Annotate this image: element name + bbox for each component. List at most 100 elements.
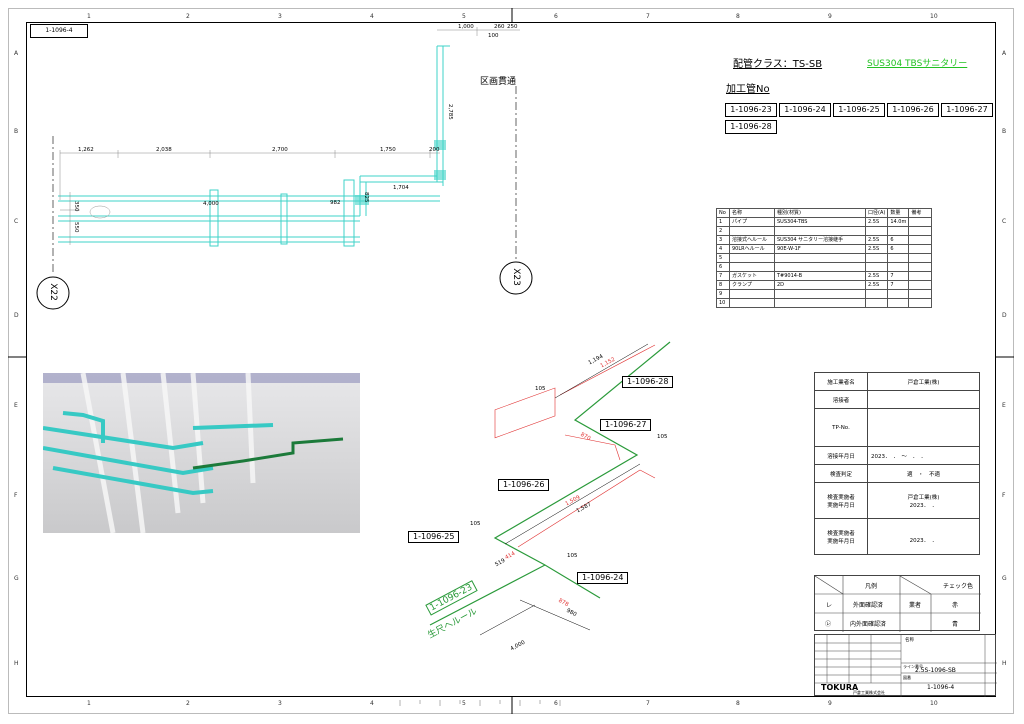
- drawing-frame: [26, 22, 996, 697]
- info-label: 施工業者名: [814, 372, 868, 391]
- processing-no-label: 加工管No: [726, 84, 770, 95]
- callout-spool: 1-1096-24: [577, 572, 629, 584]
- column-number: 7: [646, 700, 650, 707]
- bom-cell: [908, 298, 933, 308]
- spool-tag: 1-1096-26: [887, 103, 939, 117]
- dim-text: 2,038: [156, 147, 172, 153]
- legend-color: 赤: [952, 602, 959, 609]
- title-block-name-label: 名称: [905, 638, 914, 643]
- column-number: 7: [646, 13, 650, 20]
- info-label: TP-No.: [814, 408, 868, 447]
- bom-cell: [887, 298, 910, 308]
- drawing-no-label: 図番: [903, 675, 911, 680]
- dim-text: 250: [507, 24, 518, 30]
- row-letter: B: [1002, 128, 1007, 135]
- column-number: 6: [554, 13, 558, 20]
- legend-check-title: チェック色: [943, 583, 974, 590]
- callout-spool: 1-1096-26: [498, 479, 550, 491]
- dim-text: 1,262: [78, 147, 94, 153]
- render-drawing: [43, 373, 360, 533]
- info-value: 戸倉工業(株) 2023． ．: [867, 482, 980, 519]
- callout-spool: 1-1096-25: [408, 531, 460, 543]
- info-value: 適 ・ 不適: [867, 464, 980, 483]
- company-name: 戸倉工業株式会社: [853, 690, 885, 695]
- callout-spool: 1-1096-28: [622, 376, 674, 388]
- line-no: 2.5S-1096-SB: [915, 667, 956, 674]
- penetration-label: 区画貫通: [480, 77, 517, 87]
- dim-text: 2,785: [447, 104, 453, 120]
- row-letter: F: [1002, 492, 1006, 499]
- dim-text: 825: [363, 192, 369, 203]
- row-letter: A: [1002, 50, 1007, 57]
- row-letter: G: [1002, 575, 1007, 582]
- dim-text: 4,000: [203, 201, 219, 207]
- column-number: 4: [370, 700, 374, 707]
- dim-text: 260: [494, 24, 505, 30]
- dim-text: 550: [73, 222, 79, 233]
- legend-label: 外面確認済: [853, 602, 884, 609]
- dim-text: 1,000: [458, 24, 474, 30]
- dim-text: 100: [488, 33, 499, 39]
- row-letter: C: [14, 218, 19, 225]
- row-letter: F: [14, 492, 18, 499]
- info-row: 施工業者名戸倉工業(株): [814, 372, 980, 391]
- row-letter: D: [14, 312, 19, 319]
- legend-who: 業者: [909, 602, 922, 609]
- info-value: [867, 390, 980, 409]
- company-logo: TOKURA: [821, 683, 859, 692]
- info-row: 検査実施者 実施年月日戸倉工業(株) 2023． ．: [814, 482, 980, 519]
- row-letter: H: [1002, 660, 1007, 667]
- legend-box: 凡例 チェック色 レ 外面確認済 業者 赤 ㋹ 内外面確認済 青: [814, 575, 981, 632]
- column-number: 9: [828, 700, 832, 707]
- dim-text: 105: [567, 553, 578, 559]
- info-label: 溶接年月日: [814, 446, 868, 465]
- column-number: 2: [186, 13, 190, 20]
- info-row: 検査実施者 実施年月日 2023． ．: [814, 518, 980, 555]
- bom-cell: [864, 298, 889, 308]
- spool-tag: 1-1096-24: [779, 103, 831, 117]
- info-label: 溶接者: [814, 390, 868, 409]
- row-letter: D: [1002, 312, 1007, 319]
- spool-tag: 1-1096-25: [833, 103, 885, 117]
- column-number: 10: [930, 700, 938, 707]
- dim-text: 2,700: [272, 147, 288, 153]
- info-label: 検査実施者 実施年月日: [814, 482, 868, 519]
- row-letter: E: [14, 402, 18, 409]
- bom-row: 10: [716, 298, 933, 308]
- column-number: 3: [278, 700, 282, 707]
- model-render-image: [43, 373, 360, 533]
- column-number: 4: [370, 13, 374, 20]
- info-row: TP-No.: [814, 408, 980, 447]
- bom-row: 5: [716, 253, 933, 263]
- info-value: 戸倉工業(株): [867, 372, 980, 391]
- title-block: 名称 ライン番号 2.5S-1096-SB 図番 1-1096-4 TOKURA…: [814, 634, 997, 697]
- dim-text: 105: [470, 521, 481, 527]
- info-row: 検査判定適 ・ 不適: [814, 464, 980, 483]
- row-letter: H: [14, 660, 19, 667]
- callout-spool: 1-1096-27: [600, 419, 652, 431]
- legend-title: 凡例: [865, 583, 878, 590]
- dim-text: 1,704: [393, 185, 409, 191]
- row-letter: A: [14, 50, 19, 57]
- column-number: 8: [736, 700, 740, 707]
- dim-text: 350: [73, 201, 79, 212]
- info-row: 溶接者: [814, 390, 980, 409]
- row-letter: G: [14, 575, 19, 582]
- drawing-no: 1-1096-4: [927, 684, 955, 691]
- column-number: 10: [930, 13, 938, 20]
- column-number: 9: [828, 13, 832, 20]
- legend-lines: [815, 576, 981, 632]
- info-label: 検査実施者 実施年月日: [814, 518, 868, 555]
- legend-mark: ㋹: [825, 621, 832, 628]
- dim-text: 200: [429, 147, 440, 153]
- column-number: 8: [736, 13, 740, 20]
- legend-label: 内外面確認済: [850, 621, 887, 628]
- row-letter: E: [1002, 402, 1006, 409]
- column-number: 1: [87, 700, 91, 707]
- row-letter: C: [1002, 218, 1007, 225]
- pipe-class: 配管クラス：TS-SB: [733, 59, 823, 70]
- column-number: 3: [278, 13, 282, 20]
